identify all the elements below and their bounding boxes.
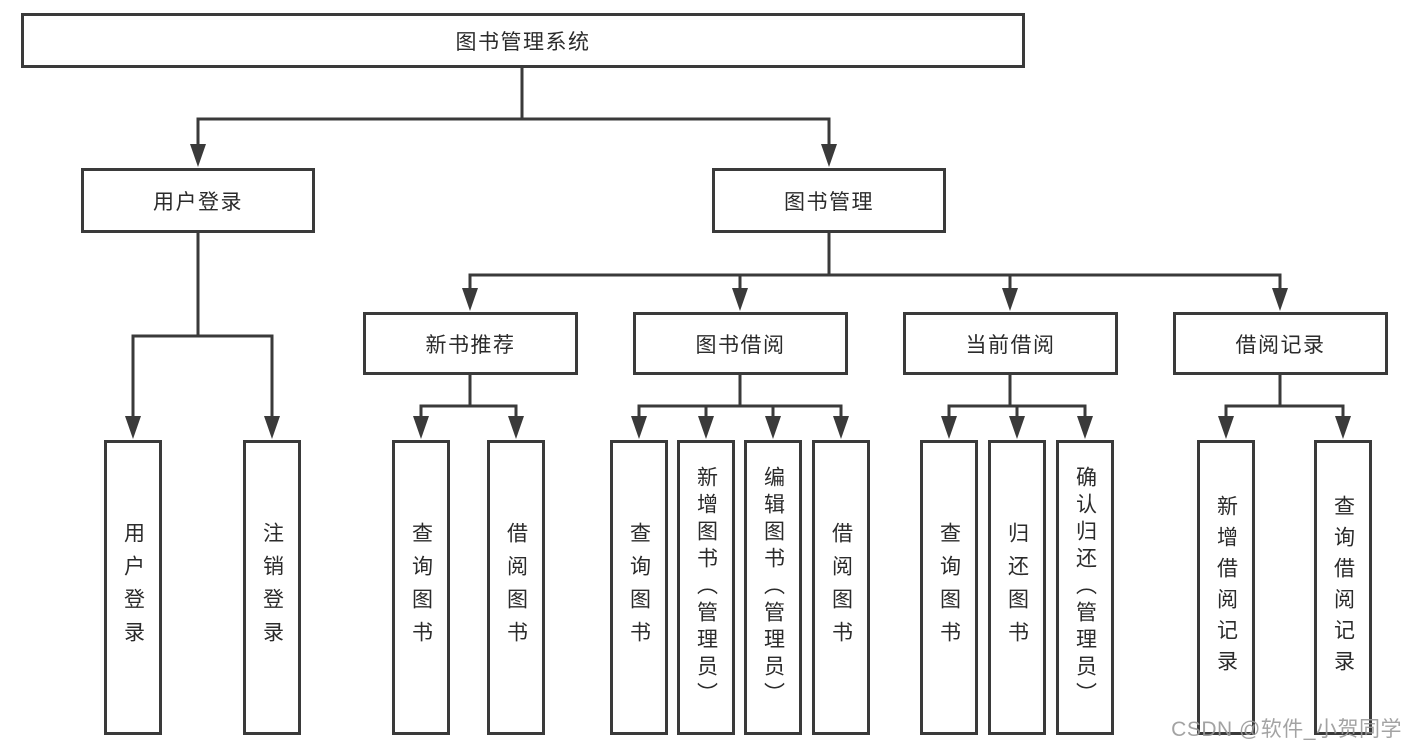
leaf-bb-query: 查询图书 [610,440,668,735]
arrowhead [765,416,781,439]
leaf-bb-add: 新增图书（管理员） [677,440,735,735]
node-book-borrow-label: 图书借阅 [695,333,786,357]
arrowhead [732,288,748,311]
node-root-label: 图书管理系统 [455,30,591,54]
leaf-nb-query-label: 查询图书 [409,521,433,654]
leaf-bb-borrow-label: 借阅图书 [829,521,853,654]
leaf-br-add: 新增借阅记录 [1197,440,1255,735]
arrowhead [833,416,849,439]
leaf-nb-borrow: 借阅图书 [487,440,545,735]
node-book-mgmt: 图书管理 [712,168,946,233]
arrowhead [1002,288,1018,311]
edge-borrow-records-subtree [1224,375,1345,418]
leaf-cb-return-label: 归还图书 [1005,521,1029,654]
arrowhead [941,416,957,439]
leaf-cb-confirm: 确认归还（管理员） [1056,440,1114,735]
edge-new-book-rec-subtree [419,375,518,418]
arrowhead [508,416,524,439]
node-user-login-group: 用户登录 [81,168,315,233]
node-root: 图书管理系统 [21,13,1025,68]
leaf-user-login-label: 用户登录 [121,521,145,654]
leaf-bb-add-label: 新增图书（管理员） [694,466,718,709]
arrowhead [413,416,429,439]
arrowhead [698,416,714,439]
leaf-br-query: 查询借阅记录 [1314,440,1372,735]
arrowhead [125,416,141,439]
leaf-logout: 注销登录 [243,440,301,735]
arrowhead [1335,416,1351,439]
leaf-cb-confirm-label: 确认归还（管理员） [1073,466,1097,709]
leaf-cb-query: 查询图书 [920,440,978,735]
edge-level2-branch [196,117,831,146]
arrowhead [462,288,478,311]
arrowhead [1009,416,1025,439]
node-book-borrow: 图书借阅 [633,312,848,375]
arrowhead [1272,288,1288,311]
arrowhead [821,144,837,167]
leaf-cb-return: 归还图书 [988,440,1046,735]
leaf-br-query-label: 查询借阅记录 [1331,494,1355,681]
csdn-watermark: CSDN @软件_小贺同学 [1171,718,1402,741]
node-user-login-group-label: 用户登录 [153,190,243,214]
node-new-book-rec: 新书推荐 [363,312,578,375]
arrowhead [1218,416,1234,439]
leaf-logout-label: 注销登录 [260,521,284,654]
arrowhead [1077,416,1093,439]
leaf-bb-borrow: 借阅图书 [812,440,870,735]
node-book-mgmt-label: 图书管理 [784,190,874,214]
leaf-nb-query: 查询图书 [392,440,450,735]
edge-level3-branch [468,273,1282,290]
leaf-bb-edit: 编辑图书（管理员） [744,440,802,735]
node-current-borrow-label: 当前借阅 [965,333,1056,357]
node-borrow-records: 借阅记录 [1173,312,1388,375]
arrowhead [190,144,206,167]
arrowhead [631,416,647,439]
edge-current-borrow-subtree [947,375,1087,418]
leaf-br-add-label: 新增借阅记录 [1214,494,1238,681]
edge-book-borrow-subtree [637,375,843,418]
node-current-borrow: 当前借阅 [903,312,1118,375]
leaf-user-login: 用户登录 [104,440,162,735]
edge-user-login-subtree [131,233,274,418]
node-borrow-records-label: 借阅记录 [1235,333,1326,357]
arrowhead [264,416,280,439]
node-new-book-rec-label: 新书推荐 [425,333,516,357]
leaf-cb-query-label: 查询图书 [937,521,961,654]
leaf-bb-edit-label: 编辑图书（管理员） [761,466,785,709]
leaf-bb-query-label: 查询图书 [627,521,651,654]
leaf-nb-borrow-label: 借阅图书 [504,521,528,654]
